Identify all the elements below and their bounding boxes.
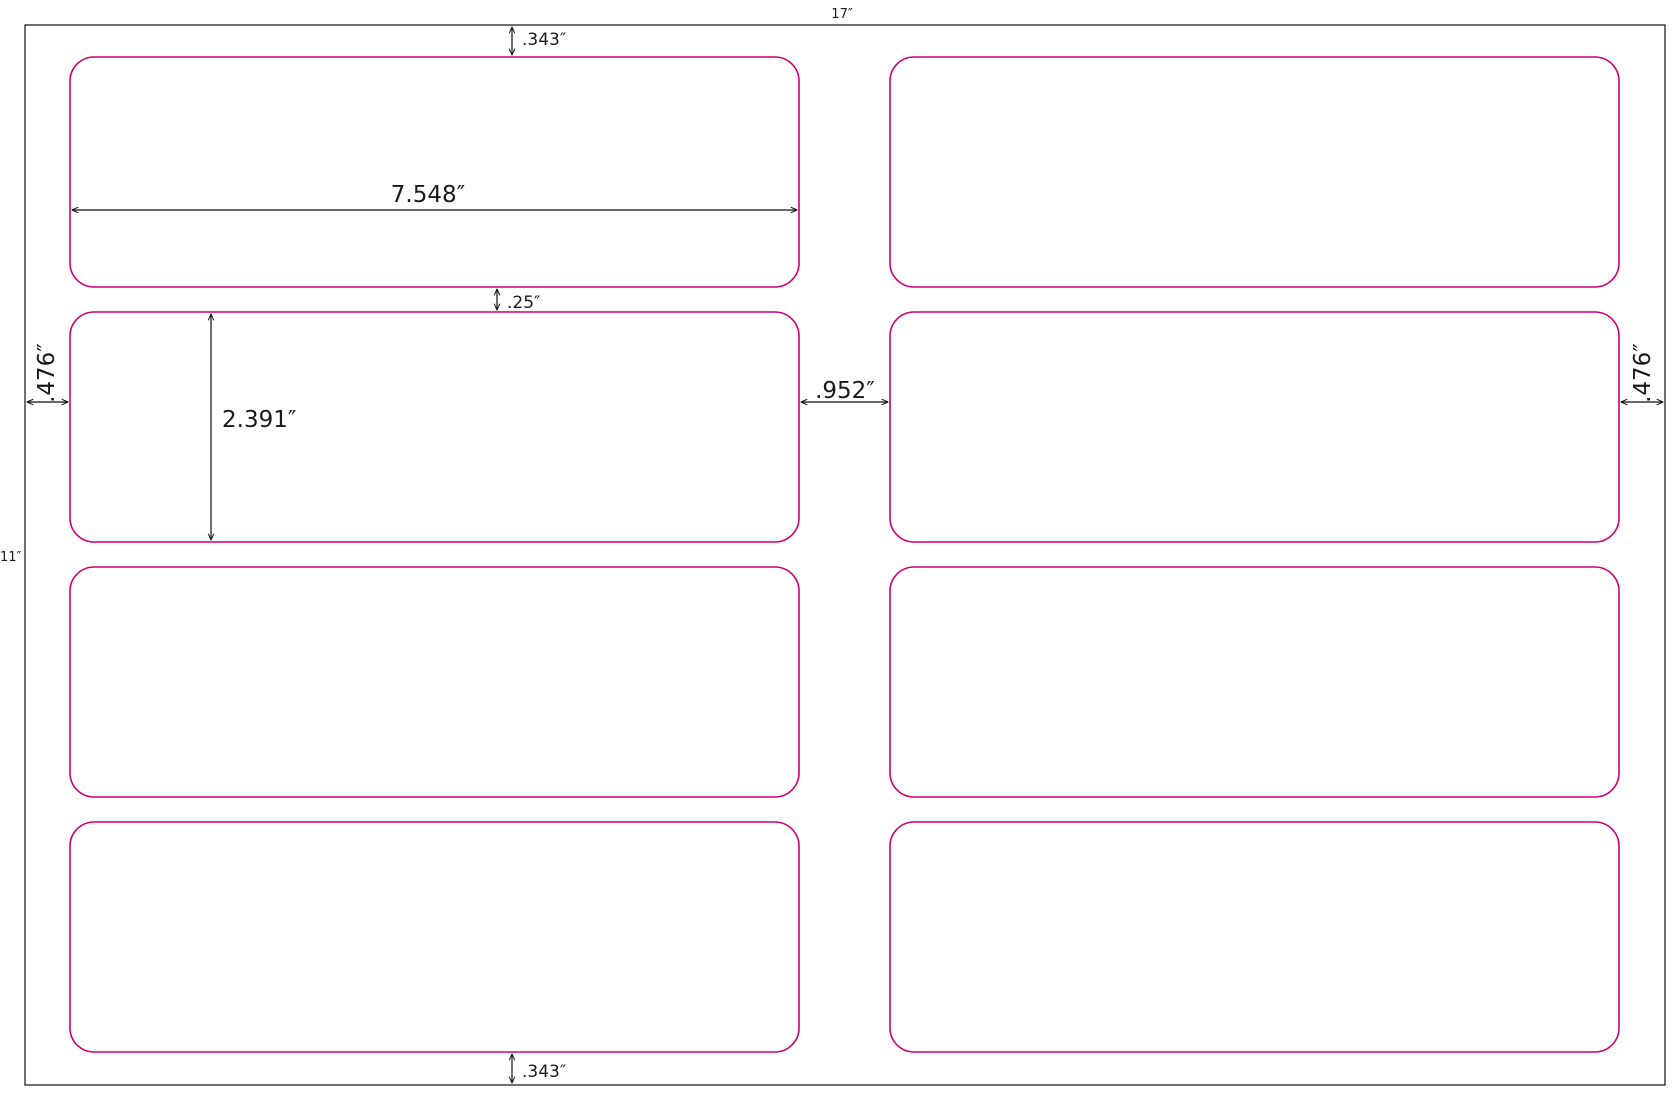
- label-r1-c1: [69, 56, 800, 288]
- sheet-width-label: 17″: [831, 7, 853, 22]
- top-margin-label: .343″: [522, 30, 566, 50]
- label-r4-c1: [69, 821, 800, 1053]
- label-r2-c1: [69, 311, 800, 543]
- label-r2-c2: [889, 311, 1620, 543]
- left-margin-label: .476″: [34, 343, 60, 403]
- label-width-label: 7.548″: [391, 182, 466, 208]
- right-margin-label: .476″: [1630, 343, 1656, 403]
- label-height-label: 2.391″: [222, 407, 297, 433]
- labels-grid: [69, 56, 1620, 1053]
- bottom-margin-label: .343″: [522, 1062, 566, 1082]
- sheet-outline: [24, 24, 1666, 1086]
- label-r3-c1: [69, 566, 800, 798]
- label-r3-c2: [889, 566, 1620, 798]
- label-r4-c2: [889, 821, 1620, 1053]
- label-r1-c2: [889, 56, 1620, 288]
- column-gap-label: .952″: [815, 378, 875, 404]
- sheet-height-label: 11″: [0, 550, 22, 565]
- row-gap-label: .25″: [507, 293, 540, 313]
